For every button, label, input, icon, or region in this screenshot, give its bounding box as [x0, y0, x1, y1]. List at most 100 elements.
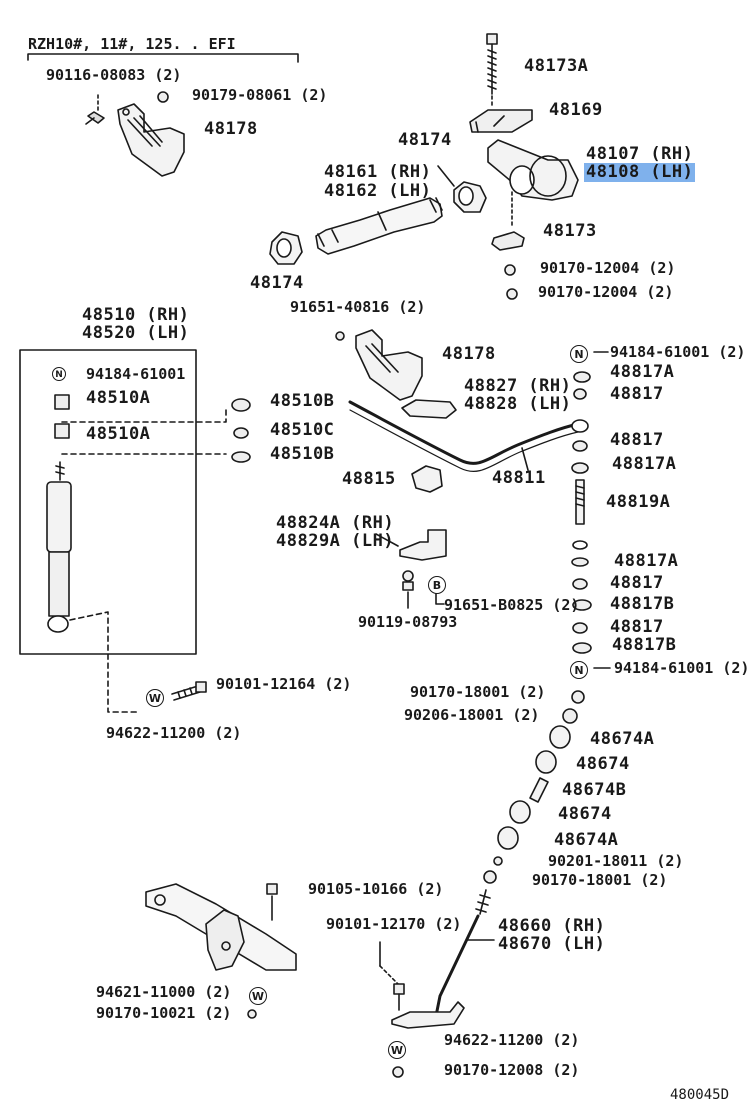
label-48107-rh: 48107 (RH) — [586, 144, 694, 164]
label-48178-middle: 48178 — [442, 344, 496, 364]
label-48817-3: 48817 — [610, 573, 664, 593]
label-48162-lh: 48162 (LH) — [324, 181, 432, 201]
bushing-48674-2-drawing — [509, 800, 531, 824]
label-48817a-2: 48817A — [612, 454, 677, 474]
bracket-48107-drawing — [487, 139, 579, 227]
label-48817a-3: 48817A — [614, 551, 679, 571]
label-48510-rh: 48510 (RH) — [82, 305, 190, 325]
nut-90170-12004-b-drawing — [506, 288, 518, 300]
badge-w-3: W — [388, 1041, 406, 1059]
bracket-48178-top-drawing — [117, 103, 185, 177]
label-90105-10166: 90105-10166 (2) — [308, 880, 444, 898]
label-48174-upper: 48174 — [398, 130, 452, 150]
bushing-48815-drawing — [411, 465, 443, 493]
label-48824a-rh: 48824A (RH) — [276, 513, 395, 533]
label-48510b-2: 48510B — [270, 444, 335, 464]
badge-n-1: N — [570, 345, 588, 363]
torsion-bar-48161-drawing — [315, 197, 443, 255]
label-48827-rh: 48827 (RH) — [464, 376, 572, 396]
label-48817-2: 48817 — [610, 430, 664, 450]
strut-rod-48660-drawing — [391, 889, 495, 1029]
label-48520-lh: 48520 (LH) — [82, 323, 190, 343]
label-48817-4: 48817 — [610, 617, 664, 637]
label-48828-lh: 48828 (LH) — [464, 394, 572, 414]
bushing-48674a-1-drawing — [549, 725, 571, 749]
label-48510a-1: 48510A — [86, 388, 151, 408]
label-91651-40816: 91651-40816 (2) — [290, 298, 426, 316]
label-90119-08793: 90119-08793 — [358, 613, 458, 631]
badge-w-1: W — [146, 689, 164, 707]
label-48815: 48815 — [342, 469, 396, 489]
label-94621-11000: 94621-11000 (2) — [96, 983, 232, 1001]
label-90170-12004-a: 90170-12004 (2) — [540, 259, 676, 277]
label-90170-18001-b: 90170-18001 (2) — [532, 871, 668, 889]
label-90101-12170: 90101-12170 (2) — [326, 915, 462, 933]
bracket-48178-middle-drawing — [355, 329, 423, 401]
nut-90179-drawing — [157, 91, 169, 103]
bolt-90101-12164-drawing — [171, 681, 207, 701]
bushing-48174-upper-drawing — [437, 165, 487, 213]
label-90179-08061: 90179-08061 (2) — [192, 86, 328, 104]
header-bracket — [27, 53, 299, 63]
piece-48173-drawing — [491, 231, 525, 251]
label-48173a: 48173A — [524, 56, 589, 76]
sleeve-48674b-drawing — [529, 777, 549, 803]
label-48169: 48169 — [549, 100, 603, 120]
label-90206-18001: 90206-18001 (2) — [404, 706, 540, 724]
bolt-90119-drawing — [402, 570, 414, 609]
label-48173: 48173 — [543, 221, 597, 241]
badge-n-small: N — [52, 367, 66, 381]
label-90170-18001-a: 90170-18001 (2) — [410, 683, 546, 701]
label-94184-61001-a: 94184-61001 (2) — [610, 343, 746, 361]
label-48670-lh: 48670 (LH) — [498, 934, 606, 954]
label-48811: 48811 — [492, 468, 546, 488]
bolt-48173a-drawing — [486, 33, 498, 107]
bolt-90101-12170-drawing — [379, 941, 405, 1011]
frame-bracket-drawing — [145, 883, 297, 1019]
stabilizer-bar-48811-drawing — [348, 400, 580, 465]
label-48510a-2: 48510A — [86, 424, 151, 444]
label-48674a-1: 48674A — [590, 729, 655, 749]
label-48174-lower: 48174 — [250, 273, 304, 293]
label-90116-08083: 90116-08083 (2) — [46, 66, 182, 84]
diagram-id: 480045D — [670, 1087, 730, 1103]
label-90170-10021: 90170-10021 (2) — [96, 1004, 232, 1022]
bracket-48824a-drawing — [399, 529, 447, 561]
label-48674b: 48674B — [562, 780, 627, 800]
label-94184-61001-box: 94184-61001 — [86, 365, 186, 383]
nut-91651-40816-drawing — [335, 331, 345, 341]
label-48674a-2: 48674A — [554, 830, 619, 850]
label-94622-11200-a: 94622-11200 (2) — [106, 724, 242, 742]
shock-absorber-drawing — [46, 394, 72, 633]
label-48817b-1: 48817B — [610, 594, 675, 614]
label-94622-11200-b: 94622-11200 (2) — [444, 1031, 580, 1049]
right-stack-drawing — [571, 371, 592, 654]
label-48161-rh: 48161 (RH) — [324, 162, 432, 182]
label-48108-lh-highlighted: 48108 (LH) — [584, 162, 696, 182]
label-48660-rh: 48660 (RH) — [498, 916, 606, 936]
label-90170-12008: 90170-12008 (2) — [444, 1061, 580, 1079]
label-48817-1: 48817 — [610, 384, 664, 404]
label-48674-2: 48674 — [558, 804, 612, 824]
dashed-leader-1 — [61, 409, 227, 423]
label-48178-top: 48178 — [204, 119, 258, 139]
bushing-48174-lower-drawing — [269, 231, 303, 265]
label-48829a-lh: 48829A (LH) — [276, 531, 395, 551]
label-48510b-1: 48510B — [270, 391, 335, 411]
bracket-48827-drawing — [401, 399, 457, 419]
label-90101-12164: 90101-12164 (2) — [216, 675, 352, 693]
label-48817a-1: 48817A — [610, 362, 675, 382]
label-48510c: 48510C — [270, 420, 335, 440]
bushing-48674a-2-drawing — [497, 826, 519, 850]
leader-91651-b0825 — [435, 593, 445, 605]
label-48674-1: 48674 — [576, 754, 630, 774]
label-90201-18011: 90201-18011 (2) — [548, 852, 684, 870]
badge-w-2: W — [249, 987, 267, 1005]
badge-b: B — [428, 576, 446, 594]
bushing-48674-1-drawing — [535, 750, 557, 774]
bushing-48510c-drawing — [233, 427, 249, 439]
dashed-leader-3 — [69, 611, 141, 713]
label-48817b-2: 48817B — [612, 635, 677, 655]
plate-48169-drawing — [469, 109, 533, 133]
